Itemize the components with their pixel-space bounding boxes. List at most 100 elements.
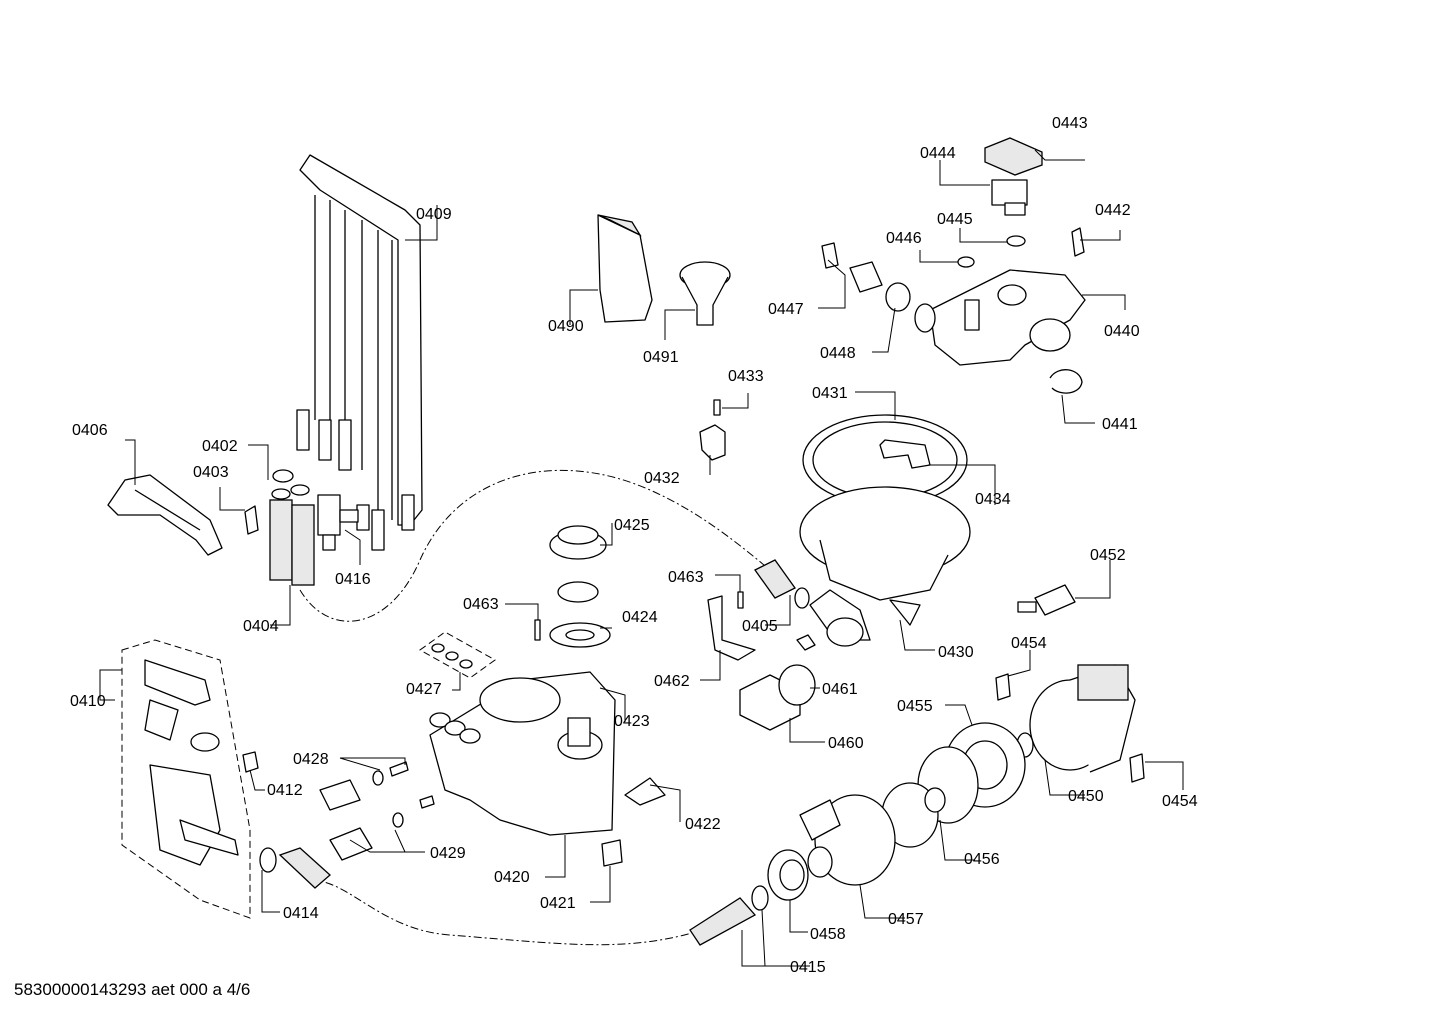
part-0406-cover — [107, 474, 223, 556]
label-0422: 0422 — [685, 816, 721, 833]
part-0405-hose — [754, 559, 796, 599]
part-0461-seal — [778, 664, 816, 706]
label-0460: 0460 — [828, 735, 864, 752]
part-0444-connector — [991, 179, 1028, 216]
part-0452-sensor — [1017, 584, 1076, 616]
label-0410: 0410 — [70, 693, 106, 710]
part-0447-sensor — [821, 242, 883, 293]
label-0444: 0444 — [920, 145, 956, 162]
label-0457: 0457 — [888, 911, 924, 928]
part-0412-clip — [242, 751, 259, 773]
part-0405-seal — [794, 587, 810, 609]
part-0442-clip — [1071, 227, 1085, 257]
label-0425: 0425 — [614, 517, 650, 534]
label-0421: 0421 — [540, 895, 576, 912]
label-0423: 0423 — [614, 713, 650, 730]
label-0424: 0424 — [622, 609, 658, 626]
part-0454-clip-a — [995, 673, 1011, 701]
label-0458: 0458 — [810, 926, 846, 943]
label-0450: 0450 — [1068, 788, 1104, 805]
part-0403-clip — [244, 505, 259, 535]
label-0440: 0440 — [1104, 323, 1140, 340]
part-0463-screw-a — [534, 619, 541, 641]
part-0440-aquastop-unit — [914, 269, 1086, 366]
part-0462-bracket — [707, 595, 756, 661]
label-0442: 0442 — [1095, 202, 1131, 219]
label-0491: 0491 — [643, 349, 679, 366]
label-0429: 0429 — [430, 845, 466, 862]
part-0416-valve — [317, 494, 359, 551]
label-0447: 0447 — [768, 301, 804, 318]
part-0443-cover — [984, 137, 1043, 176]
label-0430: 0430 — [938, 644, 974, 661]
label-0454-a: 0454 — [1011, 635, 1047, 652]
label-0446: 0446 — [886, 230, 922, 247]
part-0490-jug — [597, 214, 653, 323]
part-0425-cap — [549, 525, 607, 560]
part-0457-pump-housing — [799, 794, 896, 886]
part-0422-bracket — [624, 777, 666, 806]
drain-hose-upper — [299, 469, 771, 622]
part-0427-seal-set — [419, 631, 496, 679]
part-0432-bracket — [699, 424, 726, 461]
label-0403: 0403 — [193, 464, 229, 481]
label-0461: 0461 — [822, 681, 858, 698]
part-0430-sump — [799, 414, 971, 647]
part-0450-pump-motor — [1029, 664, 1136, 773]
document-id-footer: 58300000143293 aet 000 a 4/6 — [14, 980, 251, 999]
label-0463-a: 0463 — [463, 596, 499, 613]
label-0404: 0404 — [243, 618, 279, 635]
part-0420-softener — [429, 671, 616, 836]
label-0431: 0431 — [812, 385, 848, 402]
label-0452: 0452 — [1090, 547, 1126, 564]
label-0455: 0455 — [897, 698, 933, 715]
label-0445: 0445 — [937, 211, 973, 228]
part-0433-screw — [713, 399, 721, 416]
part-0458-bearing — [767, 849, 809, 901]
part-0421-clip — [601, 839, 623, 867]
part-0429-valve — [329, 795, 435, 861]
label-0432: 0432 — [644, 470, 680, 487]
part-0441-clamp — [1049, 369, 1083, 394]
drain-hose-lower — [309, 879, 706, 946]
part-0463-screw-b — [737, 591, 744, 609]
label-0441: 0441 — [1102, 416, 1138, 433]
label-0412: 0412 — [267, 782, 303, 799]
label-0428: 0428 — [293, 751, 329, 768]
label-0402: 0402 — [202, 438, 238, 455]
part-0415-hose — [689, 885, 769, 946]
part-0414-hose — [259, 847, 331, 889]
part-0461-clip — [796, 634, 816, 651]
part-0491-funnel — [679, 261, 731, 326]
label-0433: 0433 — [728, 368, 764, 385]
label-0443: 0443 — [1052, 115, 1088, 132]
part-0456-impeller — [881, 782, 946, 848]
label-0420: 0420 — [494, 869, 530, 886]
part-0445-seal — [1006, 235, 1026, 247]
label-0416: 0416 — [335, 571, 371, 588]
label-0434: 0434 — [975, 491, 1011, 508]
leader-lines — [99, 149, 1184, 967]
part-0434-clip — [879, 439, 931, 469]
label-0490: 0490 — [548, 318, 584, 335]
part-0425-seal — [557, 581, 599, 603]
label-0448: 0448 — [820, 345, 856, 362]
part-0410-aquastop-group — [121, 639, 251, 919]
part-0428-valve — [319, 761, 409, 811]
label-0409: 0409 — [416, 206, 452, 223]
label-0414: 0414 — [283, 905, 319, 922]
label-0462: 0462 — [654, 673, 690, 690]
part-0454-clip-b — [1129, 753, 1145, 783]
part-0448-seal — [885, 282, 911, 312]
part-0409-spray-pipes — [296, 154, 423, 551]
label-0463-b: 0463 — [668, 569, 704, 586]
label-0415: 0415 — [790, 959, 826, 976]
part-0404-hoses — [269, 469, 315, 586]
label-0406: 0406 — [72, 422, 108, 439]
label-0427: 0427 — [406, 681, 442, 698]
label-0456: 0456 — [964, 851, 1000, 868]
part-0446-seal — [957, 256, 975, 268]
label-0454-b: 0454 — [1162, 793, 1198, 810]
label-0405: 0405 — [742, 618, 778, 635]
